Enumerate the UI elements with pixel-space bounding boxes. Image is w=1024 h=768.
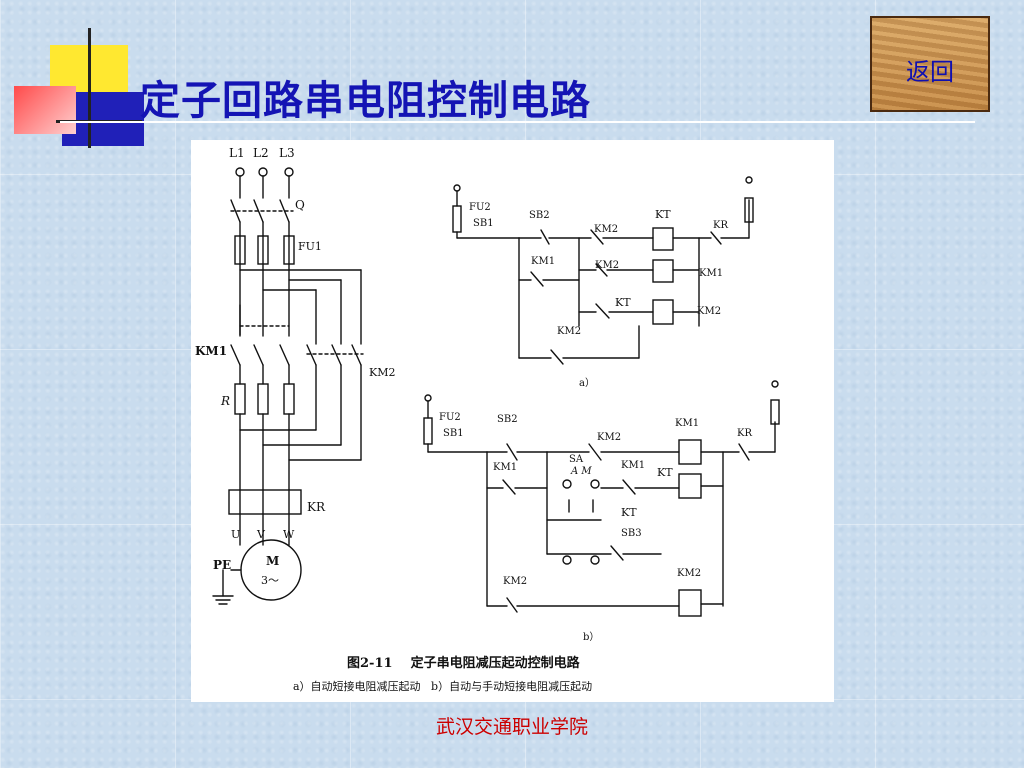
- figure-caption-sub: a）自动短接电阻减压起动 b）自动与手动短接电阻减压起动: [293, 680, 593, 693]
- label-am: A M: [571, 466, 592, 477]
- label-km1-coil-a: KM1: [699, 268, 724, 279]
- title-underline: [60, 121, 975, 123]
- label-kt-contact-a: KT: [615, 296, 631, 309]
- label-kr-a: KR: [713, 220, 728, 231]
- label-km1-coil-b: KM1: [675, 418, 700, 429]
- label-fu1: FU1: [298, 240, 322, 253]
- sub-label-a: a）: [579, 378, 595, 389]
- label-km1-contact2-b: KM1: [621, 460, 646, 471]
- back-button[interactable]: 返回: [870, 16, 990, 112]
- label-km2-contact-b: KM2: [597, 432, 622, 443]
- circuit-figure: L1 L2 L3 Q FU1 KM1 KM2 R KR U V W PE M 3…: [191, 140, 834, 702]
- label-q: Q: [295, 198, 305, 212]
- back-button-label: 返回: [906, 58, 954, 86]
- control-circuit-a: [452, 176, 754, 365]
- label-km2-coil-b: KM2: [677, 568, 702, 579]
- figure-caption-title: 图2-11 定子串电阻减压起动控制电路: [347, 656, 580, 671]
- label-km2-hold-b: KM2: [503, 576, 528, 587]
- label-km2-contact-a: KM2: [594, 224, 619, 235]
- label-l3: L3: [279, 146, 295, 160]
- label-sb1-b: SB1: [443, 428, 464, 439]
- label-km1-power: KM1: [195, 344, 228, 358]
- label-sa: SA: [569, 454, 584, 465]
- label-kt-coil-a: KT: [655, 208, 671, 221]
- label-kt-contact-b: KT: [621, 506, 637, 519]
- label-fu2-b: FU2: [439, 412, 461, 423]
- label-w: W: [283, 528, 295, 541]
- label-sb1-a: SB1: [473, 218, 494, 229]
- control-circuit-b: [423, 380, 780, 617]
- label-km2-power: KM2: [369, 366, 396, 379]
- label-l2: L2: [253, 146, 269, 160]
- label-sb3: SB3: [621, 528, 642, 539]
- label-fu2-a: FU2: [469, 202, 491, 213]
- label-v: V: [257, 528, 265, 541]
- sub-label-b: b）: [583, 632, 600, 643]
- circuit-drawing: [212, 167, 780, 617]
- label-kr-power: KR: [307, 500, 325, 514]
- label-sb2-a: SB2: [529, 210, 550, 221]
- label-km1-contact-a: KM1: [531, 256, 556, 267]
- decor-red-square: [14, 86, 76, 134]
- label-km2-hold-a: KM2: [557, 326, 582, 337]
- label-motor: M: [266, 554, 280, 568]
- footer-institution: 武汉交通职业学院: [435, 716, 588, 738]
- label-km1-contact-b: KM1: [493, 462, 518, 473]
- label-km2-coil-a: KM2: [697, 306, 722, 317]
- label-motor-phase: 3～: [261, 574, 279, 587]
- decor-vertical-line: [88, 28, 91, 148]
- label-kr-b: KR: [737, 428, 752, 439]
- label-l1: L1: [229, 146, 245, 160]
- label-pe: PE: [213, 558, 232, 572]
- slide-title: 定子回路串电阻控制电路: [140, 78, 591, 124]
- label-kt-coil-b: KT: [657, 466, 673, 479]
- label-r: R: [221, 394, 231, 408]
- label-km2-contact2-a: KM2: [595, 260, 620, 271]
- power-circuit: [212, 167, 364, 605]
- label-u: U: [231, 528, 241, 541]
- label-sb2-b: SB2: [497, 414, 518, 425]
